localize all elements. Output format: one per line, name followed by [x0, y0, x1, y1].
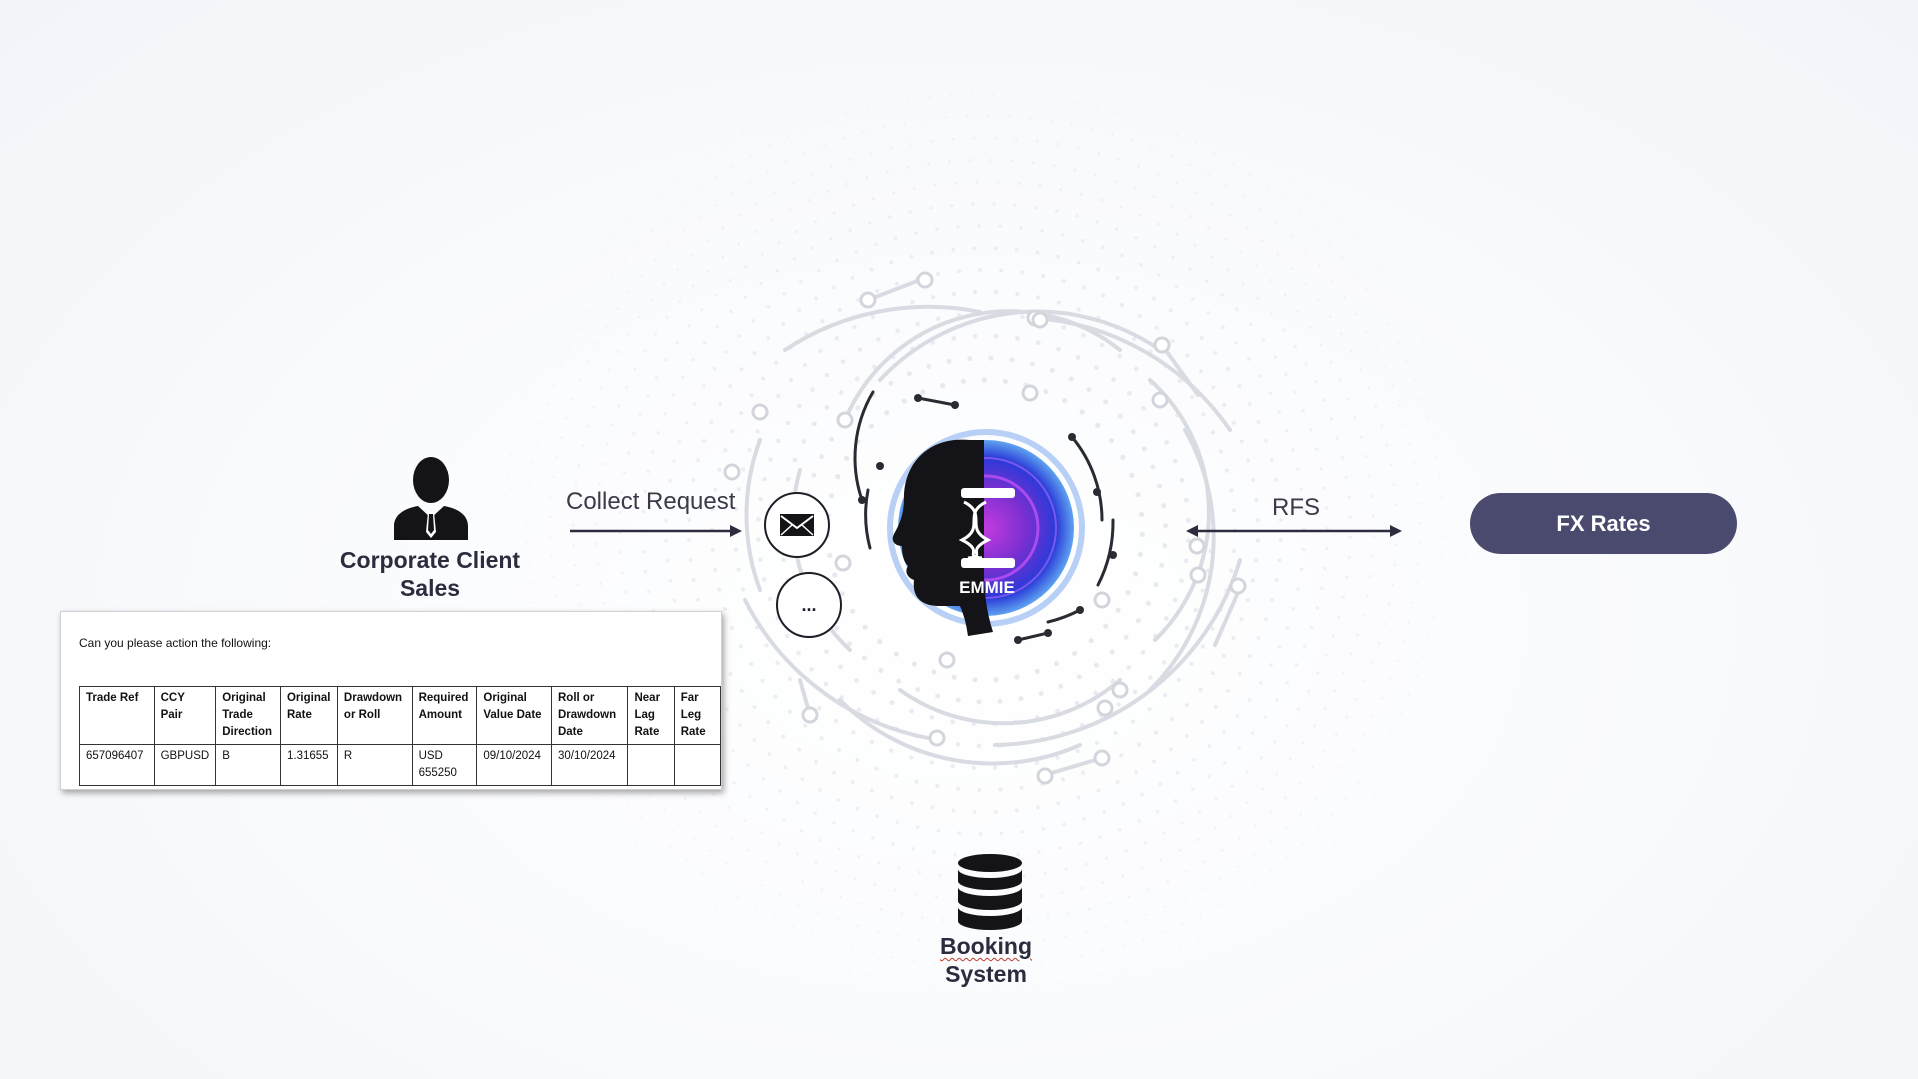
trade-table-cell: 30/10/2024	[550, 744, 629, 786]
emmie-logo-text: EMMIE	[959, 578, 1015, 597]
trade-table-header-cell: Original Rate	[279, 686, 338, 745]
email-request-card: Can you please action the following: Tra…	[60, 611, 722, 790]
collect-request-label: Collect Request	[566, 488, 736, 515]
trade-table-header-cell: CCY Pair	[153, 686, 217, 745]
trade-table-cell: USD 655250	[411, 744, 478, 786]
trade-table-header-cell: Original Value Date	[476, 686, 552, 745]
trade-table-cell: R	[336, 744, 413, 786]
business-person-icon	[394, 457, 468, 540]
trade-table-cell: B	[215, 744, 281, 786]
trade-table-header-cell: Required Amount	[411, 686, 478, 745]
more-ellipsis: ...	[801, 594, 817, 615]
booking-label-line2: System	[945, 961, 1027, 987]
trade-table-cell: GBPUSD	[153, 744, 217, 786]
email-channel-bubble[interactable]	[764, 492, 830, 558]
trade-table-cell: 1.31655	[279, 744, 338, 786]
envelope-icon	[780, 514, 814, 536]
trade-table-header-cell: Roll or Drawdown Date	[550, 686, 629, 745]
fx-rates-label: FX Rates	[1556, 510, 1651, 536]
fx-rates-button[interactable]: FX Rates	[1470, 493, 1737, 554]
trade-table-cell	[673, 744, 722, 786]
trade-table-cell	[627, 744, 675, 786]
trade-table-header-cell: Drawdown or Roll	[336, 686, 413, 745]
rfs-double-arrow	[1186, 525, 1402, 537]
trade-table-header-cell: Near Lag Rate	[627, 686, 675, 745]
trade-table-header-cell: Original Trade Direction	[215, 686, 281, 745]
booking-label-line1: Booking	[940, 933, 1032, 959]
rfs-label: RFS	[1272, 494, 1320, 521]
more-channels-bubble[interactable]: ...	[776, 572, 842, 638]
email-intro-text: Can you please action the following:	[79, 636, 272, 650]
database-icon	[958, 854, 1022, 930]
corporate-client-sales-label: Corporate Client Sales	[339, 547, 521, 601]
trade-table-cell: 657096407	[79, 744, 155, 786]
collect-request-arrow	[570, 525, 742, 537]
emmie-hub: EMMIE	[887, 429, 1085, 636]
trade-table-cell: 09/10/2024	[476, 744, 552, 786]
booking-system-label: Booking System	[900, 932, 1072, 988]
trade-table-header-cell: Far Leg Rate	[673, 686, 722, 745]
trade-table-header-cell: Trade Ref	[79, 686, 155, 745]
